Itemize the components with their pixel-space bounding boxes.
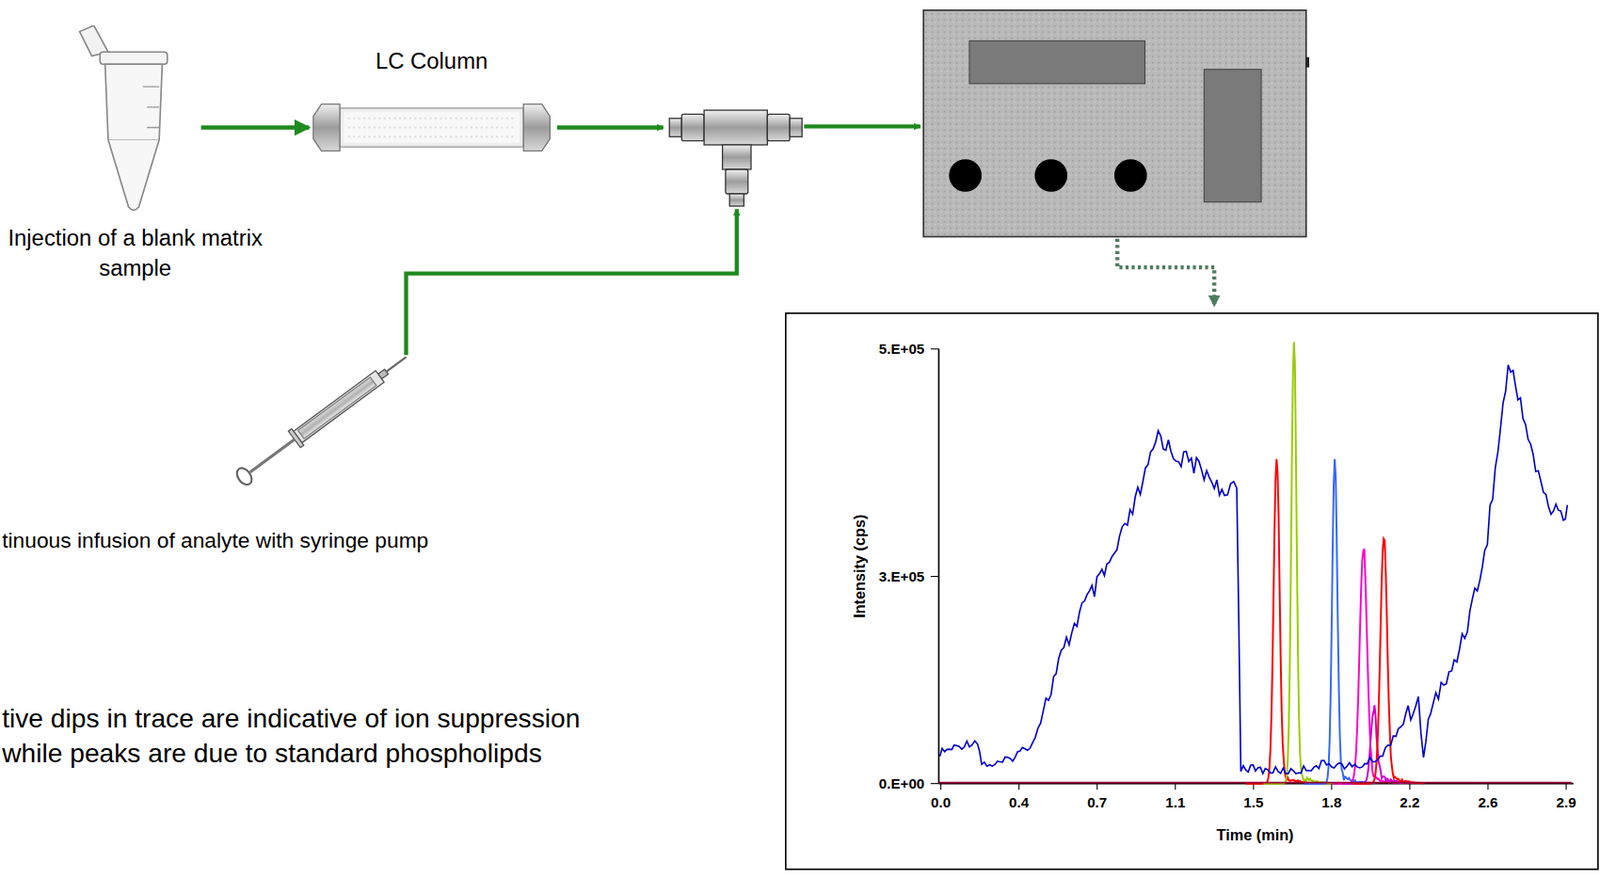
syringe [250,439,295,473]
node-label: LC Column [311,47,553,77]
note-text: while peaks are due to standard phosphol… [1,738,543,769]
flow-arrow [201,125,310,129]
peak-trace [1332,548,1405,784]
sample-tube: Injection of a blank matrix sample [71,25,200,215]
axis-label: 0.0 [930,794,951,811]
axis-label: 0.7 [1087,794,1107,811]
tee-fitting [669,110,802,207]
axis-tick [1408,784,1410,791]
axis-label: 2.6 [1477,794,1498,811]
baseline-trace [938,782,1571,784]
mass-spectrometer [1306,57,1310,68]
chart [785,313,1599,870]
axis-label: 0.4 [1008,794,1029,811]
axis-tick [940,784,942,791]
tee-fitting [704,110,768,145]
tee-fitting [722,144,752,170]
axis-tick [1018,784,1020,791]
dotted-link [1117,239,1215,307]
syringe [233,349,413,489]
syringe [386,356,407,371]
tee-fitting [729,193,744,207]
mass-spectrometer [969,40,1145,84]
axis-label: 0.E+00 [879,775,926,792]
axis-tick [1174,784,1176,791]
chart [938,349,941,784]
axis-label: 3.E+05 [879,568,926,585]
mass-spectrometer [923,10,1307,238]
note-text: tinuous infusion of analyte with syringe… [1,528,429,554]
axis-tick [1487,784,1488,791]
mass-spectrometer [1203,69,1262,203]
syringe [234,465,256,488]
axis-tick [1565,784,1567,791]
mass-spectrometer [1034,159,1068,192]
peak-trace [1353,538,1425,784]
peak-trace [1246,459,1318,784]
peak-trace [1263,341,1335,784]
note-text: tive dips in trace are indicative of ion… [1,704,580,735]
node-label: Injection of a blank matrix sample [0,224,271,284]
chart [930,576,940,577]
axis-label: 1.1 [1165,794,1185,811]
axis-tick [1096,784,1098,791]
column-icon [311,97,553,158]
chart [938,341,1571,784]
tee-fitting [789,118,802,138]
tee-fitting [669,118,682,138]
tube-icon [71,25,200,215]
tee-fitting [767,113,790,141]
axis-label: Time (min) [1216,826,1295,845]
syringe [293,370,384,444]
axis-label: 5.E+05 [879,340,926,357]
flow-line [803,124,921,128]
lc-column: LC Column [311,97,553,158]
chart [930,783,940,784]
syringe [298,377,377,439]
chart [785,313,1599,870]
axis-label: 2.9 [1555,794,1576,811]
tee-fitting [725,169,749,194]
mass-spectrometer [923,10,1310,238]
peak-trace [1304,459,1376,784]
mass-spectrometer [1114,159,1148,192]
axis-label: 2.2 [1399,794,1420,811]
axis-tick [1330,784,1332,791]
axis-label: 1.5 [1243,794,1264,811]
axis-label: 1.8 [1321,794,1342,811]
chart [930,348,940,350]
mass-spectrometer [948,159,982,192]
infusion-trace [940,365,1568,774]
syringe [288,429,304,448]
tee-fitting [681,113,704,141]
flow-line [557,125,664,129]
axis-label: Intensity (cps) [850,514,869,619]
flow-line [406,208,737,355]
